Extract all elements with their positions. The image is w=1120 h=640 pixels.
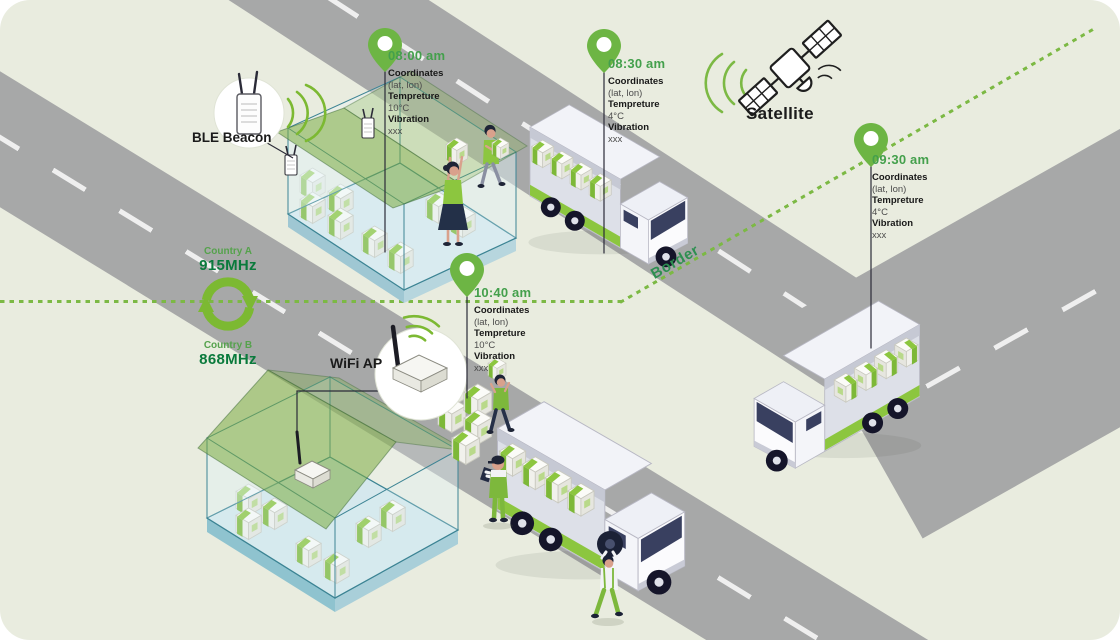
ble-signal-icon <box>286 83 327 143</box>
checkpoint-time: 08:00 am <box>388 48 446 63</box>
worker-lifting-box <box>438 137 469 246</box>
checkpoint-time: 09:30 am <box>872 152 930 167</box>
worker-with-clipboard <box>480 455 513 530</box>
temperature-label: Tempreture <box>608 99 660 111</box>
satellite-group <box>704 19 842 117</box>
checkpoint-card: 09:30 am Coordinates (lat, lon) Tempretu… <box>872 152 984 242</box>
worker-carrying-box <box>477 124 510 188</box>
truck-right <box>754 301 921 472</box>
coordinates-value: (lat, lon) <box>872 183 907 195</box>
frequency-cycle-icon <box>198 277 258 331</box>
coordinates-value: (lat, lon) <box>474 316 509 328</box>
indoor-router-icon <box>293 430 332 489</box>
vibration-value: xxx <box>608 133 623 145</box>
ble-beacon-badge <box>213 70 327 159</box>
temperature-label: Tempreture <box>872 195 924 207</box>
temperature-value: 4°C <box>608 110 624 122</box>
temperature-value: 10°C <box>388 102 410 114</box>
checkpoint-time: 08:30 am <box>608 56 666 71</box>
satellite-label: Satellite <box>746 104 814 123</box>
vibration-label: Vibration <box>608 122 649 134</box>
vibration-label: Vibration <box>872 218 913 230</box>
vibration-value: xxx <box>388 125 403 137</box>
temperature-label: Tempreture <box>474 328 526 340</box>
frequency-switch: Country A 915MHz Country B 868MHz <box>168 246 288 368</box>
wifi-ap-label: WiFi AP <box>330 355 383 371</box>
border-line-horizontal <box>0 300 622 303</box>
checkpoint-card: 08:30 am Coordinates (lat, lon) Tempretu… <box>608 56 720 146</box>
wall-beacon-icon <box>284 144 298 176</box>
wifi-signal-icon <box>402 314 441 342</box>
checkpoint-time: 10:40 am <box>474 285 532 300</box>
temperature-label: Tempreture <box>388 91 440 103</box>
coordinates-label: Coordinates <box>474 305 530 316</box>
vibration-label: Vibration <box>388 114 429 126</box>
country-b-label: Country B <box>203 340 253 351</box>
truck-loading <box>496 402 685 595</box>
worker-walking-with-box <box>486 357 515 434</box>
wifi-router-icon <box>390 324 449 393</box>
coordinates-value: (lat, lon) <box>608 87 643 99</box>
roof-beacon-icon <box>361 107 375 139</box>
vibration-value: xxx <box>474 362 489 374</box>
wifi-ap-badge <box>374 314 468 421</box>
ble-beacon-label: BLE Beacon <box>192 130 272 145</box>
checkpoint-card: 08:00 am Coordinates (lat, lon) Tempretu… <box>388 48 500 138</box>
country-a-frequency: 915MHz <box>199 257 257 274</box>
warehouse-bottom <box>197 369 468 612</box>
satellite-icon <box>738 19 842 117</box>
temperature-value: 4°C <box>872 206 888 218</box>
coordinates-label: Coordinates <box>608 76 664 87</box>
checkpoint-markers <box>368 28 888 399</box>
country-b-frequency: 868MHz <box>199 351 257 368</box>
coordinates-label: Coordinates <box>872 172 928 183</box>
coordinates-label: Coordinates <box>388 68 444 79</box>
country-a-label: Country A <box>204 246 252 257</box>
checkpoint-card: 10:40 am Coordinates (lat, lon) Tempretu… <box>474 285 586 375</box>
vibration-value: xxx <box>872 229 887 241</box>
vibration-label: Vibration <box>474 351 515 363</box>
worker-holding-wheel <box>591 531 624 626</box>
coordinates-value: (lat, lon) <box>388 79 423 91</box>
temperature-value: 10°C <box>474 339 496 351</box>
ble-beacon-icon <box>236 70 262 135</box>
